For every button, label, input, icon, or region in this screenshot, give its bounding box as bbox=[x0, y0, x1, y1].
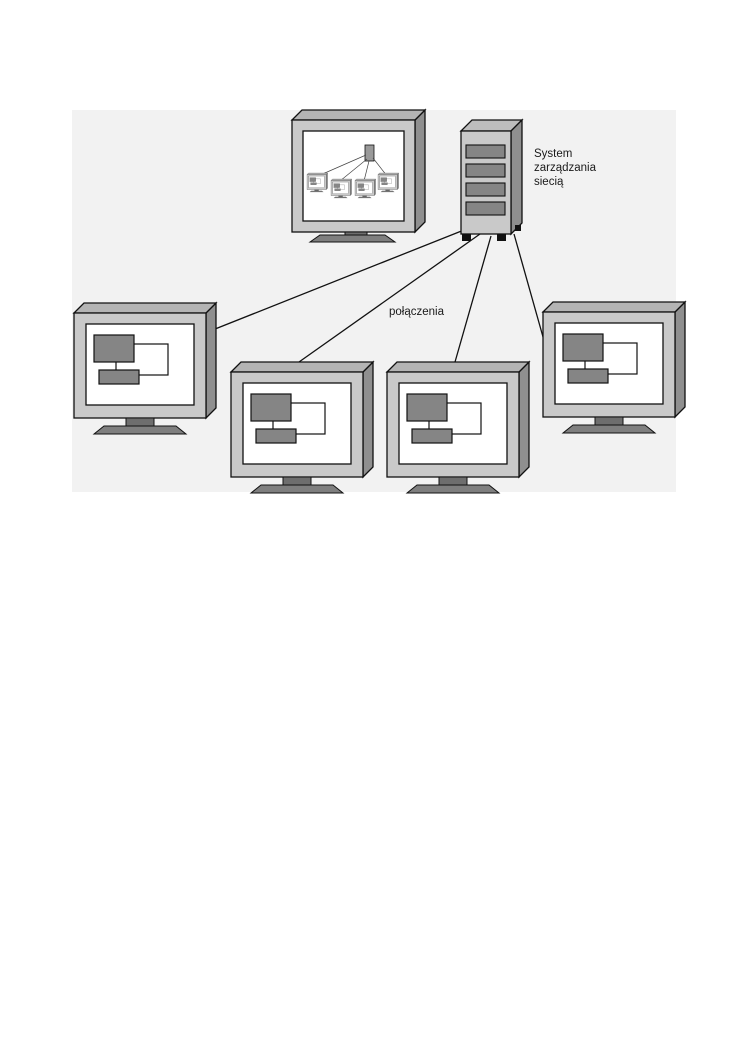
server-label: System zarządzania siecią bbox=[534, 148, 599, 188]
client-monitor-icon-1 bbox=[73, 302, 217, 435]
connections-label: połączenia bbox=[389, 306, 445, 318]
mini-network-map bbox=[306, 144, 399, 199]
client-monitor-icon-3 bbox=[386, 361, 530, 494]
connection-line-1 bbox=[204, 229, 465, 334]
client-monitor-icon-4 bbox=[542, 301, 686, 434]
server-label-line-1: System bbox=[534, 148, 572, 160]
client-monitor-icon-2 bbox=[230, 361, 374, 494]
connection-lines bbox=[204, 229, 546, 363]
connection-line-3 bbox=[454, 235, 492, 363]
overview-monitor-icon bbox=[290, 108, 427, 243]
server-label-line-2: zarządzania bbox=[534, 162, 597, 174]
network-manager-server-icon bbox=[459, 118, 524, 241]
connection-line-4 bbox=[513, 233, 546, 345]
connection-line-2 bbox=[298, 233, 481, 363]
server-label-line-3: siecią bbox=[534, 176, 564, 188]
